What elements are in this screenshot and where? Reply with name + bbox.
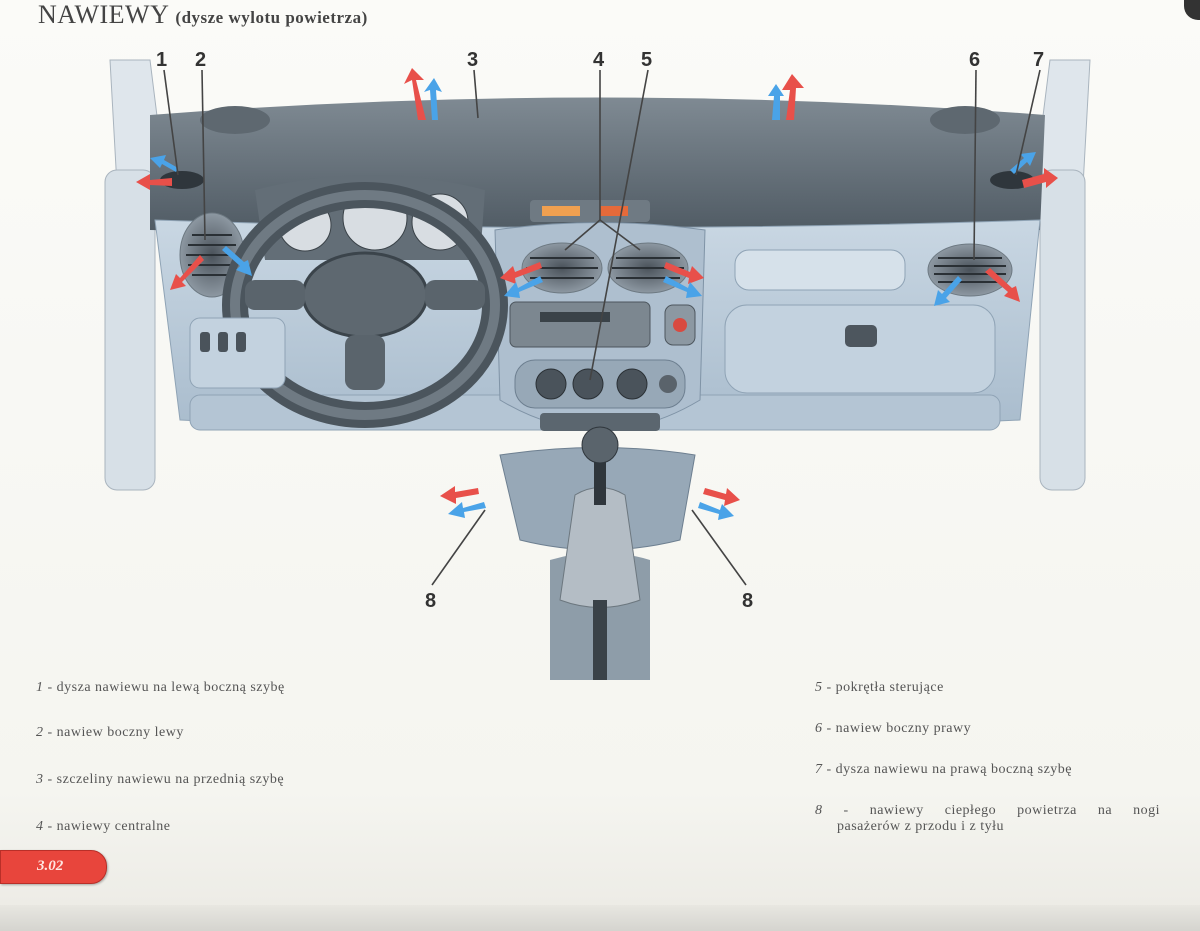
legend-num: 5 xyxy=(815,680,823,695)
legend-text: - nawiewy ciepłego powietrza na nogi xyxy=(822,803,1160,818)
legend-num: 4 xyxy=(36,819,44,834)
legend-text: - dysza nawiewu na prawą boczną szybę xyxy=(822,762,1073,777)
legend-num: 8 xyxy=(815,803,823,818)
page-number-badge: 3.02 xyxy=(0,850,107,884)
callout-lines xyxy=(163,69,1041,586)
callout-8-right: 8 xyxy=(742,590,753,612)
page-title: NAWIEWY (dysze wylotu powietrza) xyxy=(38,0,368,30)
legend-text: - nawiewy centralne xyxy=(43,819,171,834)
callout-3: 3 xyxy=(467,49,478,71)
legend-num: 6 xyxy=(815,721,823,736)
dashboard-illustration: 1 2 3 4 5 6 7 8 8 xyxy=(104,49,1091,680)
control-knob-right xyxy=(616,368,648,400)
legend-item-7: 7 - dysza nawiewu na prawą boczną szybę xyxy=(815,762,1072,778)
callout-8-left: 8 xyxy=(425,590,436,612)
legend-num: 3 xyxy=(36,772,44,787)
legend-text: - szczeliny nawiewu na przednią szybę xyxy=(43,772,285,787)
legend-text-continued: pasażerów z przodu i z tyłu xyxy=(837,819,1005,834)
control-knob-left xyxy=(535,368,567,400)
callout-7: 7 xyxy=(1033,49,1044,71)
legend-num: 1 xyxy=(36,680,44,695)
a-pillars xyxy=(104,59,1091,491)
glovebox xyxy=(724,304,996,394)
control-knob-center xyxy=(572,368,604,400)
legend-num: 7 xyxy=(815,762,823,777)
gear-knob xyxy=(581,426,619,464)
left-switch-panel xyxy=(189,317,286,389)
upper-storage-compartment xyxy=(734,249,906,291)
legend-item-3: 3 - szczeliny nawiewu na przednią szybę xyxy=(36,772,284,788)
callout-4: 4 xyxy=(593,49,605,71)
airbag-cover xyxy=(301,251,429,339)
page-number: 3.02 xyxy=(37,858,64,874)
legend-text: - nawiew boczny lewy xyxy=(43,725,184,740)
legend-num: 2 xyxy=(36,725,44,740)
legend-text: - dysza nawiewu na lewą boczną szybę xyxy=(43,680,285,695)
callout-6: 6 xyxy=(969,49,980,71)
gear-boot xyxy=(559,487,641,608)
callout-5: 5 xyxy=(641,49,652,71)
page-bottom-edge xyxy=(0,905,1200,931)
legend-item-4: 4 - nawiewy centralne xyxy=(36,819,171,835)
page-title-main: NAWIEWY xyxy=(38,0,169,29)
console-slot xyxy=(540,413,660,431)
legend-item-2: 2 - nawiew boczny lewy xyxy=(36,725,184,741)
callout-1: 1 xyxy=(156,49,167,71)
right-side-vent xyxy=(927,243,1013,297)
callout-2: 2 xyxy=(195,49,206,71)
legend-item-6: 6 - nawiew boczny prawy xyxy=(815,721,971,737)
gear-lever xyxy=(594,455,606,505)
steering-wheel xyxy=(222,182,508,428)
legend-item-5: 5 - pokrętła sterujące xyxy=(815,680,944,696)
legend-item-8: 8 - nawiewy ciepłego powietrza na nogi p… xyxy=(815,803,1160,835)
page-corner-mark xyxy=(1184,0,1200,20)
airflow-arrows xyxy=(136,68,1058,520)
legend-text: - nawiew boczny prawy xyxy=(822,721,972,736)
right-side-window-nozzle xyxy=(990,171,1034,189)
left-speaker xyxy=(200,106,270,134)
legend-item-1: 1 - dysza nawiewu na lewą boczną szybę xyxy=(36,680,285,696)
legend-text: - pokrętła sterujące xyxy=(822,680,944,695)
glovebox-handle xyxy=(845,325,877,347)
page-title-subtitle: (dysze wylotu powietrza) xyxy=(175,8,368,27)
right-speaker xyxy=(930,106,1000,134)
radio-unit xyxy=(509,301,651,348)
handbrake xyxy=(593,600,607,680)
